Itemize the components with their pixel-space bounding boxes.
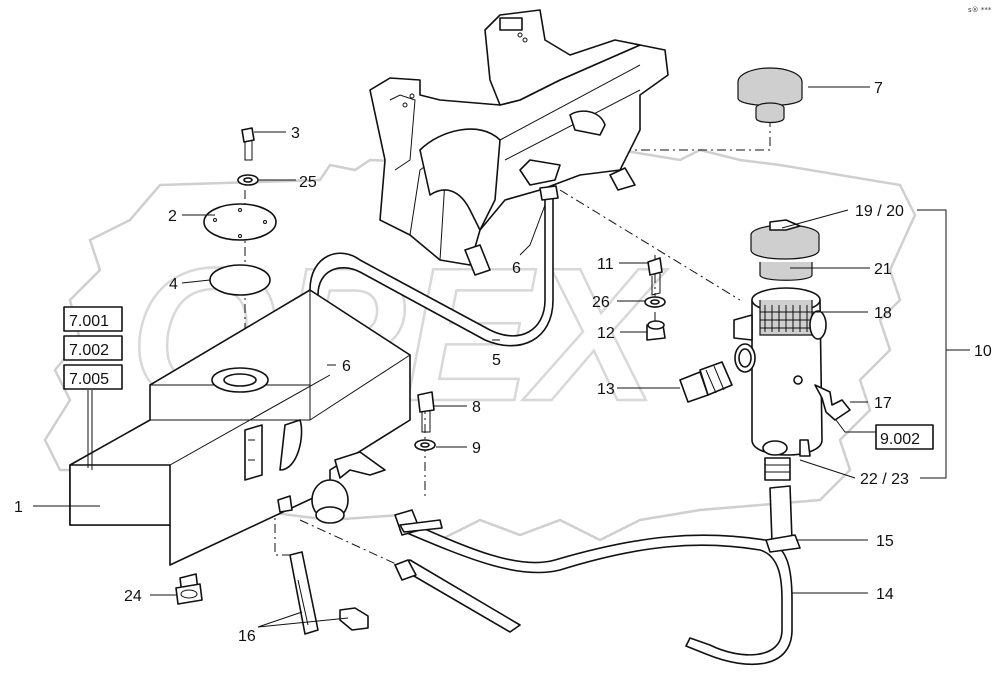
callout-12: 12 (597, 325, 615, 342)
callout-16: 16 (238, 628, 256, 645)
callout-24: 24 (124, 588, 142, 605)
frame-slot (499, 17, 523, 31)
suction-hose (394, 559, 521, 633)
ref-box-7001[interactable] (63, 306, 123, 332)
fitting-13 (679, 361, 733, 403)
ref-label-7001: 7.001 (69, 313, 109, 330)
callout-5: 5 (492, 352, 501, 369)
callout-11: 11 (597, 256, 614, 273)
callout-6-lower: 6 (342, 358, 351, 375)
callout-26: 26 (592, 294, 610, 311)
chassis-frame (369, 9, 669, 276)
callout-17: 17 (874, 395, 892, 412)
callout-4: 4 (169, 276, 178, 293)
callout-6-upper: 6 (512, 260, 521, 277)
ref-label-9002: 9.002 (880, 431, 920, 448)
bolt-11-set (644, 257, 666, 341)
callout-22-23: 22 / 23 (860, 471, 909, 488)
ref-label-7002: 7.002 (69, 342, 109, 359)
callout-19-20: 19 / 20 (855, 203, 904, 220)
fitting-17 (814, 384, 851, 421)
callout-9: 9 (472, 440, 481, 457)
hose-14 (394, 485, 801, 666)
ref-box-7002[interactable] (63, 335, 123, 361)
callout-7: 7 (874, 80, 883, 97)
callout-25: 25 (299, 174, 317, 191)
leader-lines (33, 86, 970, 628)
reference-boxes: 7.001 7.002 7.005 9.002 (63, 306, 934, 450)
ref-box-7005[interactable] (63, 364, 123, 390)
breather-cap (737, 67, 803, 124)
callout-1: 1 (14, 499, 23, 516)
callout-2: 2 (168, 208, 177, 225)
bolt-8-set (414, 391, 436, 451)
callout-labels: 1 2 3 4 5 6 6 7 8 9 10 11 12 13 14 15 16… (14, 80, 992, 645)
drain-plug (175, 573, 203, 605)
callout-13: 13 (597, 381, 615, 398)
hydraulic-tank (69, 289, 411, 566)
ref-label-7005: 7.005 (69, 371, 109, 388)
bracket-16 (289, 551, 369, 635)
tank-cover-set (203, 127, 277, 296)
callout-8: 8 (472, 399, 481, 416)
callout-21: 21 (874, 261, 892, 278)
callout-14: 14 (876, 586, 894, 603)
filter-housing (733, 219, 827, 481)
callout-10: 10 (974, 343, 992, 360)
ref-box-9002[interactable] (875, 424, 934, 450)
callout-15: 15 (876, 533, 894, 550)
callout-3: 3 (291, 125, 300, 142)
callout-18: 18 (874, 305, 892, 322)
corner-mark: s® *** (968, 6, 992, 14)
